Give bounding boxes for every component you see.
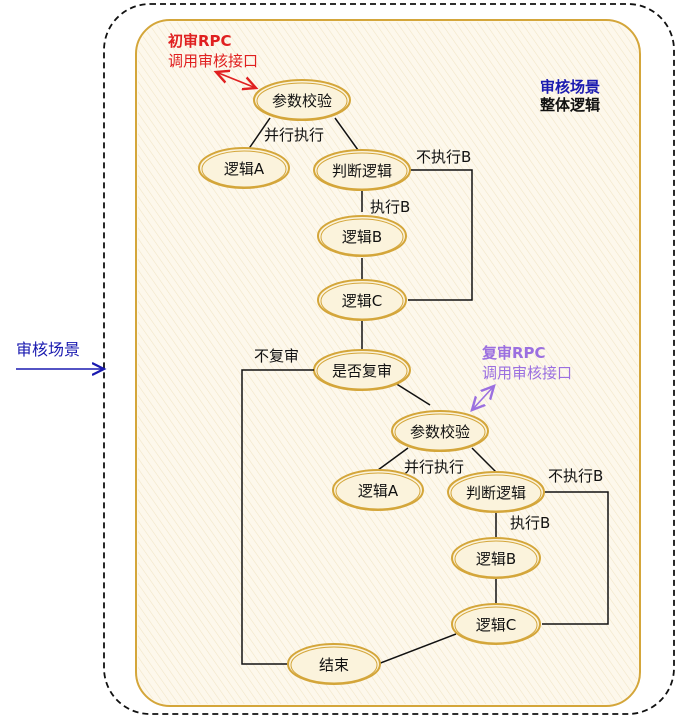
parallel-label-1: 并行执行 <box>264 126 324 144</box>
second-flow-edges <box>377 447 609 665</box>
node-logic-c-1-label: 逻辑C <box>342 292 382 310</box>
node-judge-1-label: 判断逻辑 <box>332 162 392 180</box>
node-param-check-2: 参数校验 <box>391 410 489 452</box>
node-logic-a-2: 逻辑A <box>332 469 424 511</box>
node-param-check-2-label: 参数校验 <box>410 423 470 441</box>
exec-b-label-2: 执行B <box>510 514 550 532</box>
no-review-label: 不复审 <box>254 347 299 365</box>
node-logic-a-1: 逻辑A <box>198 147 290 189</box>
first-flow-edges <box>247 117 473 406</box>
node-judge-2: 判断逻辑 <box>447 471 545 513</box>
node-judge-1: 判断逻辑 <box>313 149 411 191</box>
node-decision: 是否复审 <box>313 349 411 391</box>
node-logic-b-2-label: 逻辑B <box>476 550 516 568</box>
scene-title: 审核场景 <box>540 78 600 96</box>
node-logic-c-1: 逻辑C <box>317 279 407 321</box>
node-decision-label: 是否复审 <box>332 362 392 380</box>
node-logic-a-2-label: 逻辑A <box>358 482 399 500</box>
parallel-label-2: 并行执行 <box>404 458 464 476</box>
no-exec-b-label-1: 不执行B <box>416 148 471 166</box>
scene-subtitle: 整体逻辑 <box>540 96 600 114</box>
no-review-edge <box>241 369 314 665</box>
node-logic-c-2-label: 逻辑C <box>476 616 516 634</box>
node-param-check-1: 参数校验 <box>253 79 351 121</box>
first-rpc-title: 初审RPC <box>168 32 232 50</box>
node-logic-b-1: 逻辑B <box>317 215 407 257</box>
second-rpc-subtitle: 调用审核接口 <box>482 364 572 382</box>
exec-b-label-1: 执行B <box>370 198 410 216</box>
node-end-label: 结束 <box>319 656 349 674</box>
second-rpc-title: 复审RPC <box>481 344 546 362</box>
node-param-check-1-label: 参数校验 <box>272 92 332 110</box>
node-logic-c-2: 逻辑C <box>451 603 541 645</box>
node-end: 结束 <box>287 643 381 685</box>
node-logic-a-1-label: 逻辑A <box>224 160 265 178</box>
first-rpc-subtitle: 调用审核接口 <box>168 52 258 70</box>
no-exec-b-label-2: 不执行B <box>548 467 603 485</box>
second-rpc-arrow <box>472 386 494 410</box>
node-judge-2-label: 判断逻辑 <box>466 484 526 502</box>
node-logic-b-2: 逻辑B <box>451 537 541 579</box>
first-rpc-arrow <box>216 72 256 88</box>
outer-label: 审核场景 <box>16 340 80 359</box>
node-logic-b-1-label: 逻辑B <box>342 228 382 246</box>
